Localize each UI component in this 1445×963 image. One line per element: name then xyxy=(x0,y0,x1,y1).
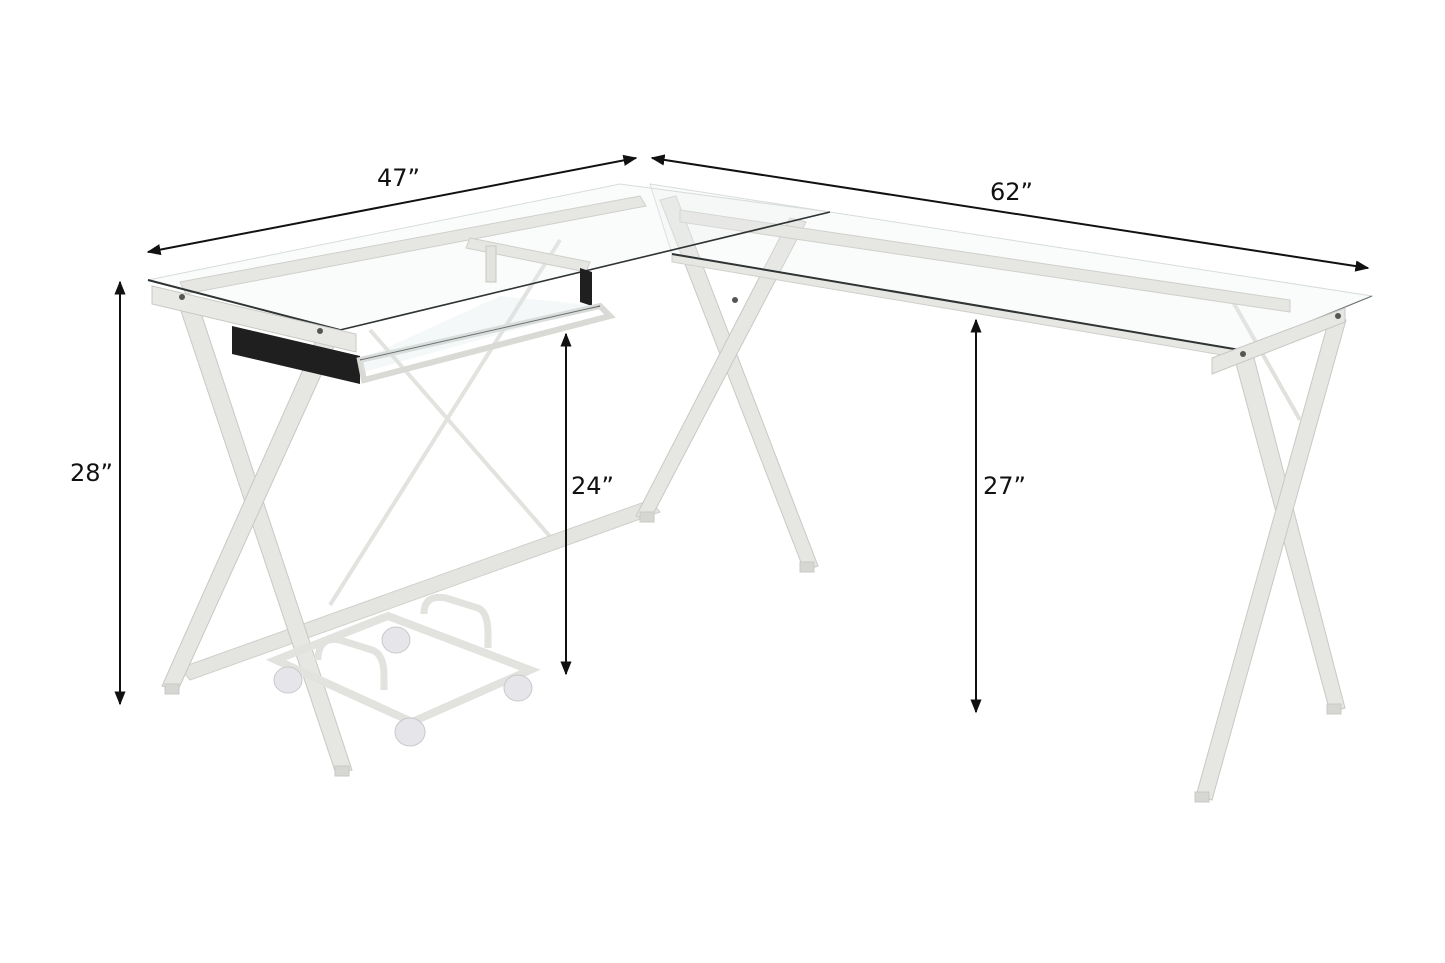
arrow-62 xyxy=(650,154,1370,272)
keyboard-tray xyxy=(232,268,616,384)
dimension-arrows xyxy=(114,154,1370,714)
x-leg-right xyxy=(1194,299,1347,803)
arrow-47 xyxy=(146,154,638,256)
label-right-width: 62” xyxy=(990,178,1033,206)
cpu-cart xyxy=(265,593,541,747)
label-left-width: 47” xyxy=(377,164,420,192)
back-cross-brace xyxy=(328,238,562,607)
label-desk-clearance: 27” xyxy=(983,472,1026,500)
label-tray-height: 24” xyxy=(571,472,614,500)
label-overall-height: 28” xyxy=(70,459,113,487)
